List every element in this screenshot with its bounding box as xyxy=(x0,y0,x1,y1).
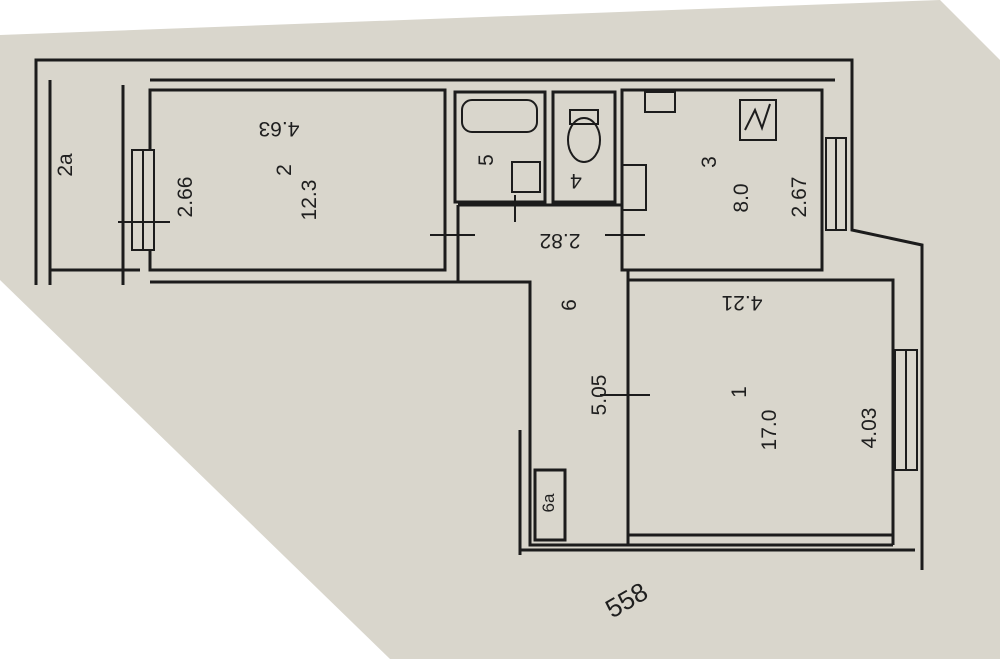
kitchen-cabinet xyxy=(621,164,647,211)
room-3-number-label: 3 xyxy=(698,156,721,168)
stove-mark xyxy=(744,103,771,131)
wc-walls xyxy=(551,90,617,204)
outer-wall-top xyxy=(34,58,924,570)
corridor-width-label: 2.82 xyxy=(539,229,581,252)
room-6-label: 6 xyxy=(558,299,581,311)
room-5-walls xyxy=(453,90,547,204)
room-1-height-label: 4.03 xyxy=(858,407,881,449)
room-4-label: 4 xyxy=(570,169,582,192)
room-1-area-label: 17.0 xyxy=(758,409,781,451)
toilet-tank xyxy=(569,109,599,125)
room-2-height-label: 2.66 xyxy=(174,176,197,218)
kitchen-sink xyxy=(644,91,676,113)
room-1-width-label: 4.21 xyxy=(721,291,763,314)
room-6a-label: 6a xyxy=(539,493,558,513)
kitchen-stove xyxy=(739,99,777,141)
room-2a-label: 2a xyxy=(54,153,77,177)
bathtub xyxy=(461,99,538,133)
room-3-height-label: 2.67 xyxy=(788,176,811,218)
room-1-number-label: 1 xyxy=(728,386,751,398)
room-2-width-label: 4.63 xyxy=(258,117,300,140)
toilet xyxy=(567,117,601,163)
corridor-length-label: 5.05 xyxy=(588,374,611,416)
room-2-area-label: 12.3 xyxy=(298,179,321,221)
closet-6a-walls xyxy=(533,468,567,542)
room-3-area-label: 8.0 xyxy=(730,183,753,213)
room-2-number-label: 2 xyxy=(273,164,296,176)
room-5-label: 5 xyxy=(475,154,498,166)
bathroom-sink xyxy=(511,161,541,193)
